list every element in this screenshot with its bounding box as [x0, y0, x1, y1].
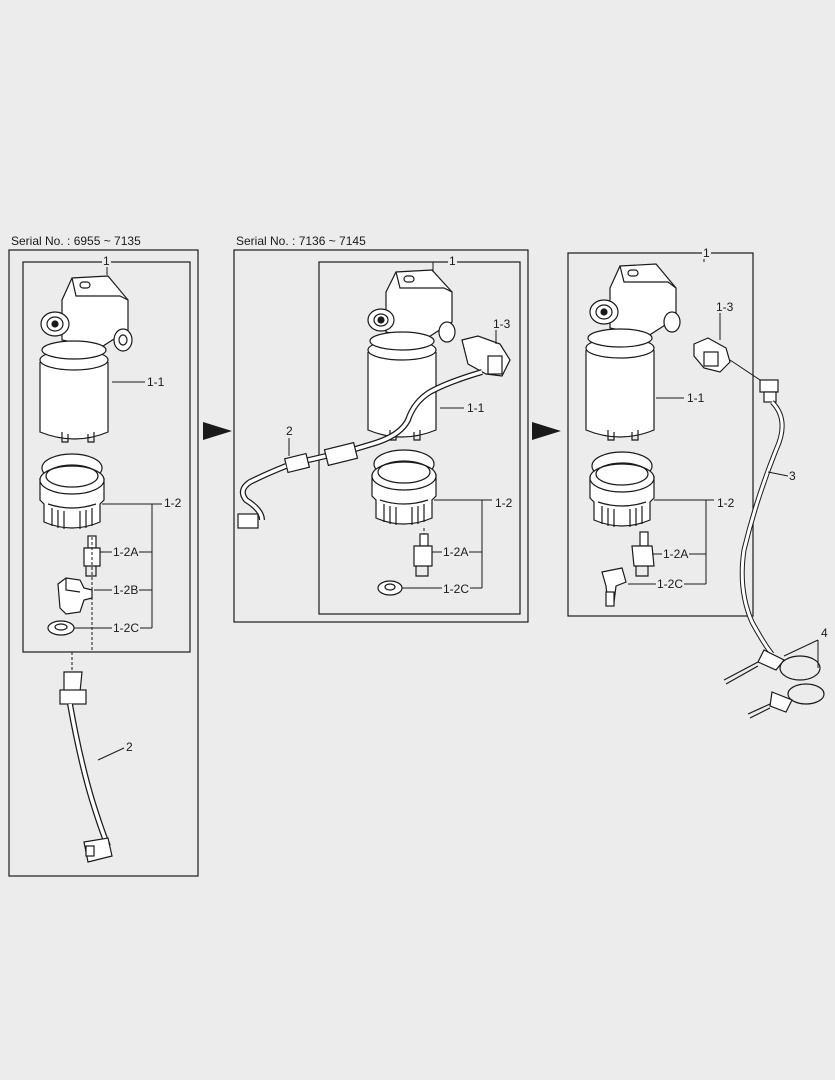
callout-1-1: 1-1: [466, 401, 486, 415]
callout-1-2a: 1-2A: [662, 547, 690, 561]
arrow-1-icon: [203, 422, 232, 440]
callout-1-2c: 1-2C: [656, 577, 685, 591]
panel-1-harness: [59, 671, 113, 863]
panel-1-ring-c: [47, 620, 75, 636]
callout-1: 1: [702, 246, 711, 260]
callout-1-2c: 1-2C: [112, 621, 141, 635]
panel-1-filter-body: [39, 340, 109, 443]
callout-1-1: 1-1: [146, 375, 166, 389]
panel-3-bowl: [589, 451, 655, 527]
panel-1-sensor-b: [57, 577, 93, 615]
panel-2-serial-label: Serial No. : 7136 ~ 7145: [236, 234, 366, 248]
callout-4: 4: [820, 626, 829, 640]
callout-1-2: 1-2: [716, 496, 736, 510]
panel-3-filter-body: [585, 328, 655, 441]
callout-1-2c: 1-2C: [442, 582, 471, 596]
panel-3-valve-c: [601, 567, 627, 607]
panel-2-filter-head: [367, 269, 456, 343]
panel-3-frame: [567, 252, 754, 617]
panel-3-sensor-a: [631, 531, 655, 577]
callout-1-2b: 1-2B: [112, 583, 140, 597]
callout-1-1: 1-1: [686, 391, 706, 405]
panel-1-serial-label: Serial No. : 6955 ~ 7135: [11, 234, 141, 248]
panel-3-filter-head: [589, 263, 681, 337]
arrow-2-icon: [532, 422, 561, 440]
panel-3-connector: [693, 337, 731, 373]
callout-1-2a: 1-2A: [442, 545, 470, 559]
panel-2-sensor-a: [413, 533, 433, 577]
panel-2-ring-c: [377, 580, 403, 596]
panel-1-bowl: [39, 453, 105, 529]
panel-2-connector: [461, 335, 511, 377]
panel-2-bowl: [371, 449, 437, 525]
callout-1-2a: 1-2A: [112, 545, 140, 559]
panel-1-filter-head: [40, 275, 133, 352]
callout-1: 1: [102, 254, 111, 268]
panel-3-cable-ties: [723, 649, 825, 719]
panel-3-harness: [729, 359, 785, 656]
callout-1: 1: [448, 254, 457, 268]
callout-2: 2: [125, 740, 134, 754]
panel-2-harness: [237, 369, 483, 529]
callout-1-2: 1-2: [163, 496, 183, 510]
panel-2-frames: [233, 249, 529, 623]
callout-3: 3: [788, 469, 797, 483]
callout-1-3: 1-3: [715, 300, 735, 314]
panel-2-filter-body: [367, 331, 437, 441]
callout-1-2: 1-2: [494, 496, 514, 510]
callout-1-3: 1-3: [492, 317, 512, 331]
callout-2: 2: [285, 424, 294, 438]
